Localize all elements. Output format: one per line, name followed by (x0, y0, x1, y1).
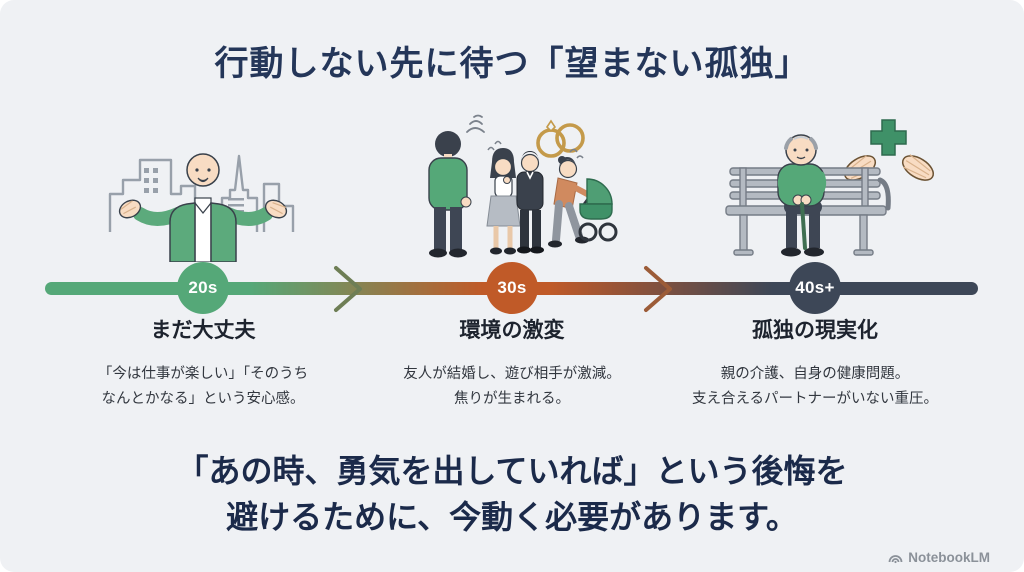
watermark: NotebookLM (888, 550, 990, 565)
watching-friends-icon (428, 114, 618, 258)
illustration-30s-friends-married (406, 110, 618, 267)
timeline-node-label: 20s (188, 278, 218, 297)
stage-heading: 孤独の現実化 (752, 319, 878, 342)
stage-block-40s: 孤独の現実化 親の介護、自身の健康問題。 支え合えるパートナーがいない重圧。 (655, 314, 975, 411)
timeline-node-label: 40s+ (795, 278, 835, 297)
elderly-man-bench-icon (725, 119, 935, 257)
chevron-right-icon (644, 266, 672, 312)
illustration-40s-elderly-bench (714, 106, 942, 267)
page-title: 行動しない先に待つ「望まない孤独」 (214, 45, 810, 83)
timeline-node-30s: 30s (486, 262, 538, 314)
conclusion-line: 避けるために、今動く必要があります。 (226, 499, 798, 536)
chevron-right-icon (334, 266, 362, 312)
stage-description-line: 友人が結婚し、遊び相手が激減。 (403, 366, 621, 382)
stage-heading: まだ大丈夫 (150, 319, 256, 342)
stage-description-line: 「今は仕事が楽しい」「そのうち (97, 366, 309, 382)
stage-description-line: 焦りが生まれる。 (454, 390, 570, 407)
stage-description: 親の介護、自身の健康問題。 支え合えるパートナーがいない重圧。 (655, 362, 975, 411)
timeline-arrow-icon (334, 266, 362, 312)
timeline-arrow-icon (644, 266, 672, 312)
watermark-label: NotebookLM (908, 550, 990, 565)
conclusion-message: 「あの時、勇気を出していれば」という後悔を 避けるために、今動く必要があります。 (0, 448, 1024, 541)
conclusion-line: 「あの時、勇気を出していれば」という後悔を (176, 453, 848, 489)
stage-description-line: 支え合えるパートナーがいない重圧。 (691, 390, 939, 407)
stage-block-30s: 環境の激変 友人が結婚し、遊び相手が激減。 焦りが生まれる。 (352, 314, 672, 411)
timeline-node-40s: 40s+ (789, 262, 841, 314)
stage-description-line: 親の介護、自身の健康問題。 (720, 366, 910, 382)
illustration-20s-young-man-city (98, 110, 308, 267)
stage-description: 友人が結婚し、遊び相手が激減。 焦りが生まれる。 (352, 362, 672, 411)
stage-description: 「今は仕事が楽しい」「そのうち なんとかなる」という安心感。 (43, 362, 363, 411)
stage-heading: 環境の激変 (459, 319, 565, 342)
stage-description-line: なんとかなる」という安心感。 (101, 390, 305, 407)
timeline-node-label: 30s (497, 278, 527, 297)
stage-block-20s: まだ大丈夫 「今は仕事が楽しい」「そのうち なんとかなる」という安心感。 (43, 314, 363, 411)
timeline-node-20s: 20s (177, 262, 229, 314)
notebooklm-logo-icon (888, 555, 903, 564)
young-man-open-arms-icon (108, 153, 295, 263)
